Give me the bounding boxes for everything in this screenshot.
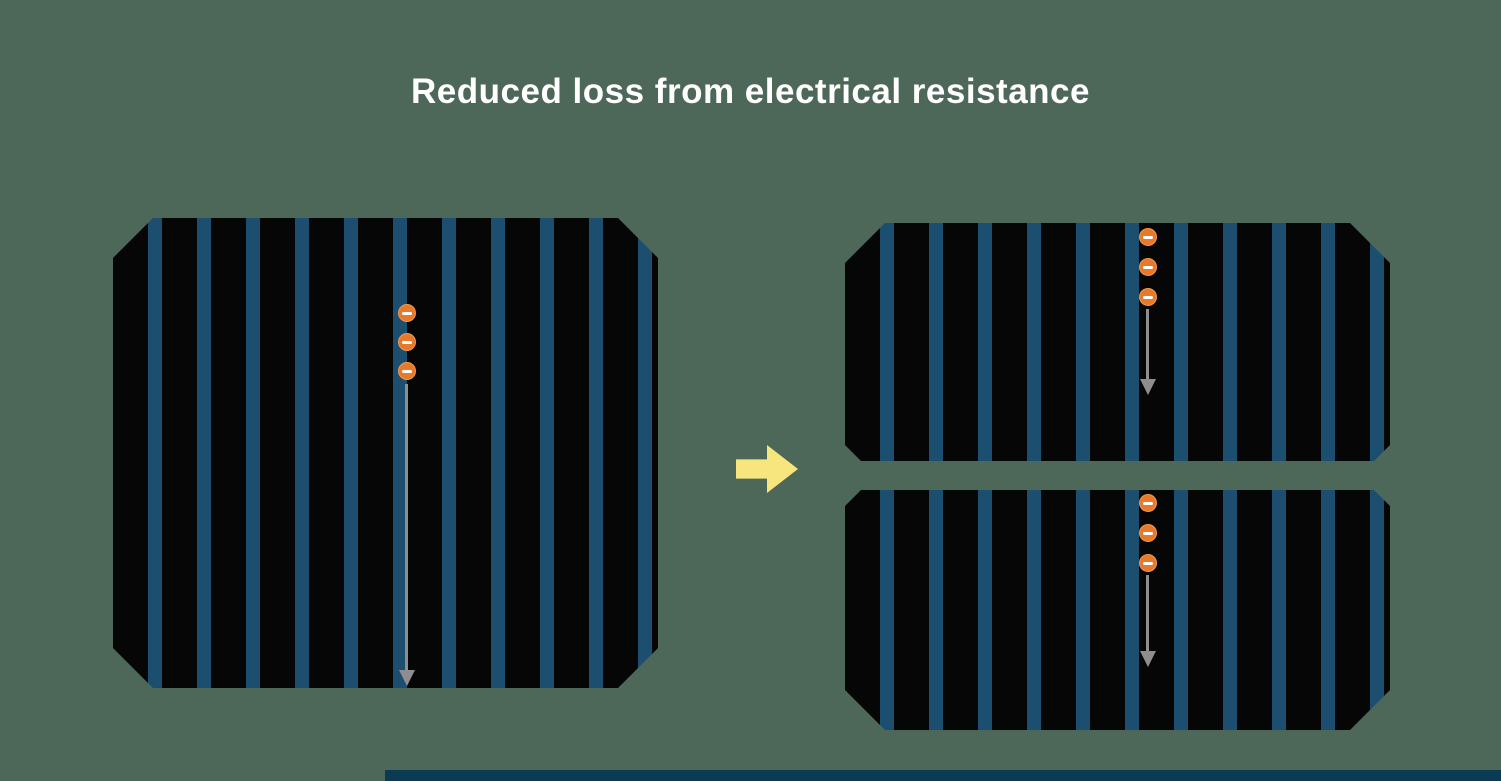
current-flow-arrow-line [1146,575,1149,651]
minus-symbol [1143,266,1153,269]
current-flow-arrow-line [1146,309,1149,379]
diagram-title: Reduced loss from electrical resistance [411,72,1090,111]
current-flow-arrow-head-icon [1140,379,1156,395]
current-flow-arrow-head-icon [1140,651,1156,667]
transform-arrow-icon [736,445,798,493]
electron-icon [398,333,416,351]
half-cell-top [845,223,1390,461]
minus-symbol [402,341,412,344]
electron-icon [398,304,416,322]
full-cell [113,218,658,688]
half-cell-bottom [845,490,1390,730]
electron-icon [1139,524,1157,542]
bottom-partial-bar [385,770,1501,781]
electron-icon [1139,494,1157,512]
minus-symbol [1143,236,1153,239]
electron-icon [1139,228,1157,246]
electron-icon [1139,258,1157,276]
electron-icon [1139,554,1157,572]
electron-icon [1139,288,1157,306]
minus-symbol [402,312,412,315]
minus-symbol [1143,296,1153,299]
current-flow-arrow-head-icon [399,670,415,686]
electron-icon [398,362,416,380]
minus-symbol [1143,562,1153,565]
current-flow-arrow-line [405,384,408,670]
minus-symbol [1143,532,1153,535]
minus-symbol [402,370,412,373]
minus-symbol [1143,502,1153,505]
